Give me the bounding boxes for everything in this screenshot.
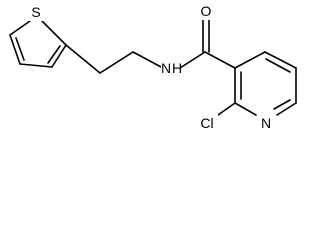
pyridine-ring bbox=[234, 51, 297, 116]
double-bond-c6-n-pyr bbox=[273, 99, 291, 110]
bond-c4-c5 bbox=[9, 34, 21, 65]
bond-ch2-nh bbox=[132, 51, 164, 69]
bond-nh-carbonyl bbox=[179, 51, 206, 69]
bond-c5-s bbox=[9, 20, 31, 36]
atom-amide-nitrogen: N bbox=[161, 60, 171, 76]
bond-n-c2-pyr bbox=[234, 102, 257, 116]
molecule-diagram: S O N H Cl N bbox=[9, 2, 297, 132]
bond-c2-c3 bbox=[51, 44, 67, 68]
double-bond-c4-c5-pyr bbox=[265, 58, 291, 73]
double-bond-c2-c3 bbox=[47, 45, 61, 64]
bond-thiophene-ch2 bbox=[65, 44, 101, 74]
bond-c4-c5-pyr bbox=[264, 51, 297, 69]
bond-carbonyl-ring bbox=[204, 51, 236, 69]
thiophene-ring bbox=[9, 20, 67, 68]
atom-oxygen: O bbox=[201, 3, 212, 19]
atom-chlorine: Cl bbox=[200, 115, 213, 131]
bond-c2-cl bbox=[217, 102, 236, 116]
double-bond-c4-c5 bbox=[15, 37, 25, 61]
bond-c3-c4 bbox=[19, 63, 53, 68]
atom-amide-hydrogen: H bbox=[172, 60, 182, 76]
atom-pyridine-nitrogen: N bbox=[261, 115, 271, 131]
atom-sulfur: S bbox=[31, 4, 40, 20]
bond-c6-n-pyr bbox=[276, 102, 297, 116]
bond-s-c2 bbox=[41, 20, 67, 46]
bond-c3-c4-pyr bbox=[234, 51, 266, 69]
bond-ch2-ch2 bbox=[99, 51, 134, 74]
